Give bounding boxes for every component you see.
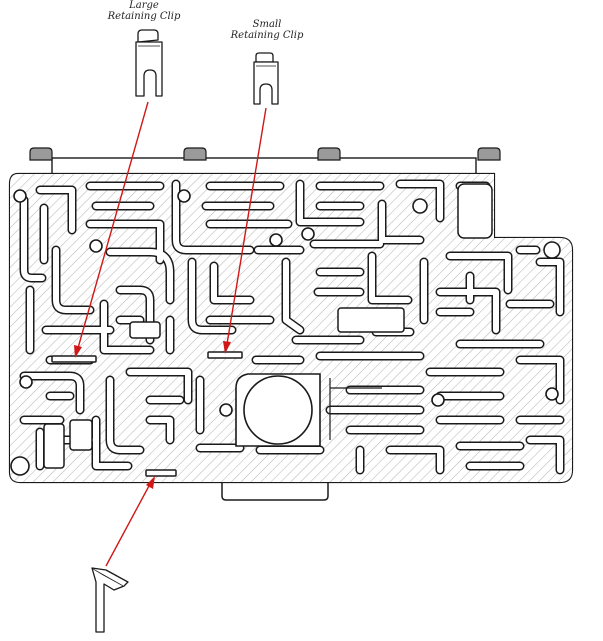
retaining-clip-icon — [91, 567, 129, 633]
bottom-clip-arrow — [105, 483, 151, 567]
large-clip-slot — [51, 355, 97, 363]
large-clip-label-line1: Large — [129, 0, 159, 11]
large-clip-arrow — [77, 101, 149, 349]
nub-4 — [477, 147, 501, 161]
bottom-lip — [221, 480, 329, 501]
nub-3 — [317, 147, 341, 161]
large-retaining-clip-icon — [135, 29, 163, 97]
small-clip-arrow — [226, 107, 267, 345]
small-clip-label-line1: Small — [252, 19, 282, 30]
small-clip-label-line2: Retaining Clip — [230, 30, 304, 41]
pointer-arrows — [74, 101, 267, 567]
large-clip-label-line2: Retaining Clip — [107, 11, 181, 22]
bottom-clip-slot — [145, 469, 177, 477]
small-clip-label: Small Retaining Clip — [212, 19, 322, 41]
nub-2 — [183, 147, 207, 161]
small-clip-arrowhead — [223, 341, 231, 354]
small-retaining-clip-icon — [253, 52, 279, 105]
large-bore — [243, 375, 313, 445]
large-clip-arrowhead — [74, 345, 82, 358]
nub-1 — [29, 147, 53, 161]
fluid-channels — [19, 179, 565, 475]
top-tabs — [29, 147, 501, 177]
bolt-holes — [10, 189, 561, 476]
bottom-clip-arrowhead — [146, 476, 155, 489]
large-clip-label: Large Retaining Clip — [89, 0, 199, 22]
